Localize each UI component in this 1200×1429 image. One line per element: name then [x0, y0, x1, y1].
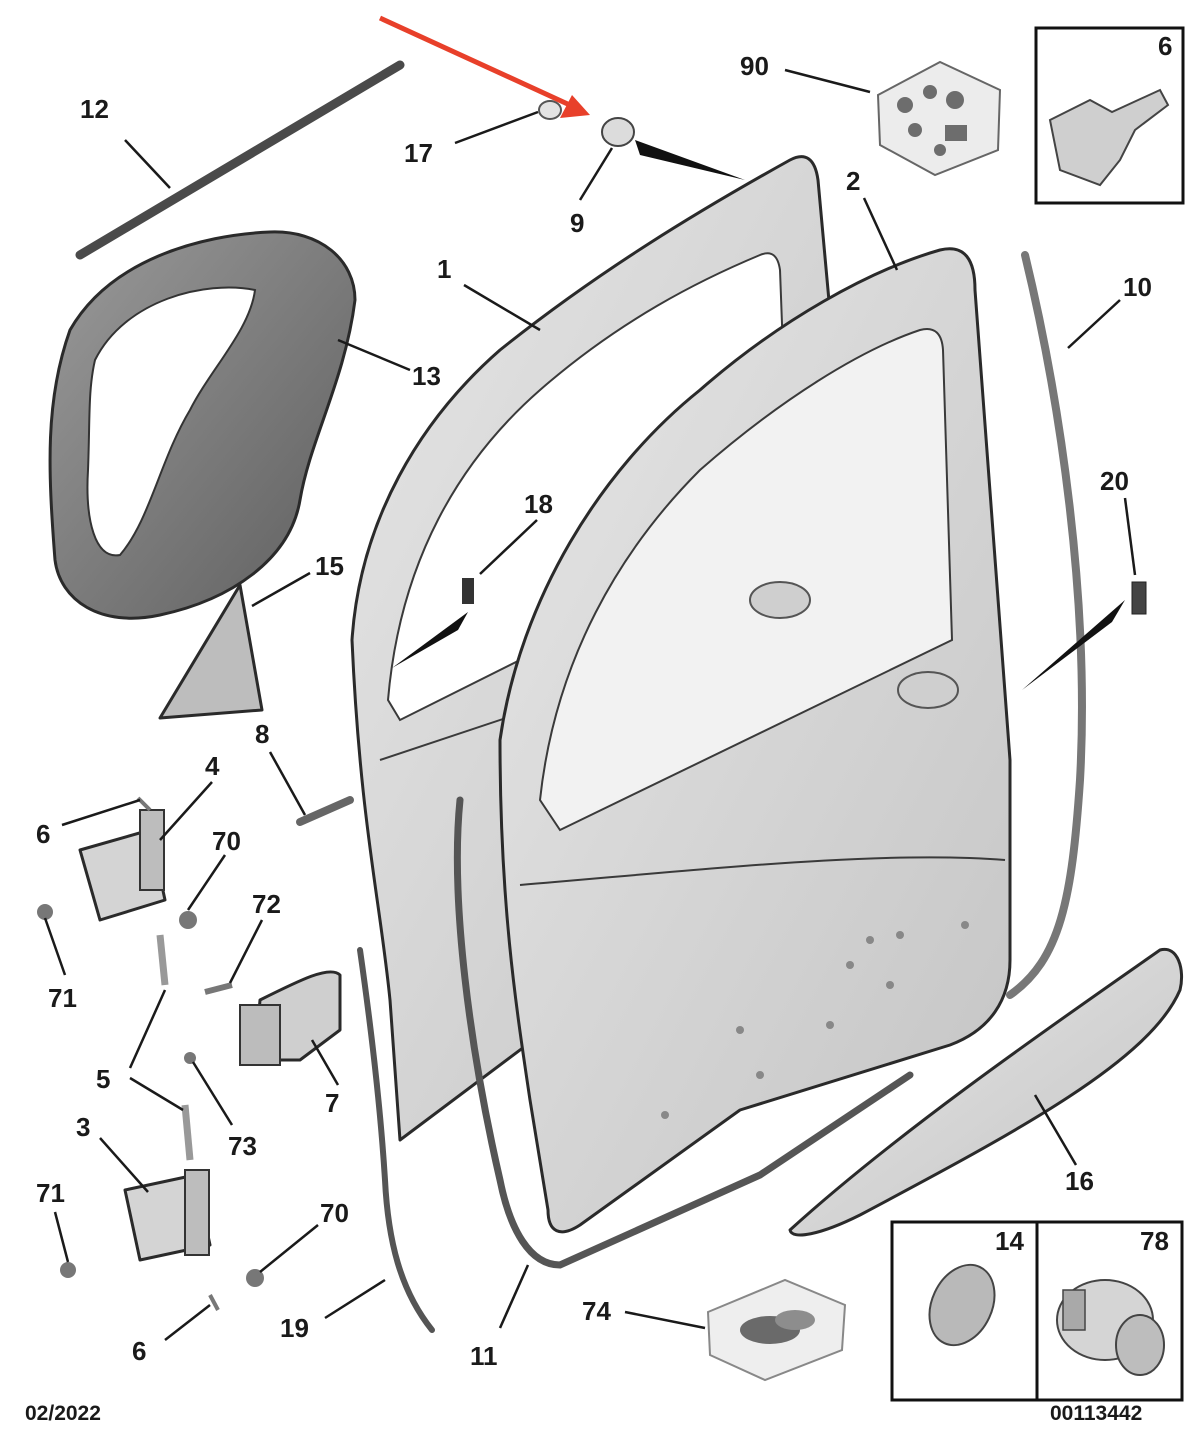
label-6-lower: 6 — [132, 1336, 146, 1366]
door-shell-2[interactable] — [498, 247, 1012, 1234]
label-15: 15 — [315, 551, 344, 581]
label-71-upper: 71 — [48, 983, 77, 1013]
hinge-pin-lower[interactable] — [181, 1104, 194, 1161]
inset-box-6 — [1034, 26, 1185, 205]
stopper-9[interactable] — [601, 117, 745, 180]
label-90: 90 — [740, 51, 769, 81]
inset-box-14-78 — [890, 1220, 1184, 1402]
hinge-3[interactable] — [123, 1169, 212, 1262]
label-4: 4 — [205, 751, 220, 781]
round-pad-14[interactable] — [917, 1254, 1007, 1355]
label-70-lower: 70 — [320, 1198, 349, 1228]
label-20: 20 — [1100, 466, 1129, 496]
label-1: 1 — [437, 254, 451, 284]
label-70-upper: 70 — [212, 826, 241, 856]
pad-18[interactable] — [392, 578, 474, 668]
leader-lines — [43, 68, 1137, 1341]
hinge-4[interactable] — [78, 809, 167, 922]
bolt-72[interactable] — [204, 982, 233, 995]
label-74: 74 — [582, 1296, 611, 1326]
label-13: 13 — [412, 361, 441, 391]
label-2: 2 — [846, 166, 860, 196]
label-16: 16 — [1065, 1166, 1094, 1196]
fastener-kit-74[interactable] — [706, 1278, 847, 1382]
door-seal-19[interactable] — [357, 947, 435, 1333]
label-7: 7 — [325, 1088, 339, 1118]
screw-71-lower[interactable] — [60, 1262, 76, 1278]
check-strap-7[interactable] — [239, 970, 342, 1066]
highlight-arrow — [378, 15, 590, 118]
label-14: 14 — [995, 1226, 1024, 1256]
callout-labels: 12 17 9 90 6 1 2 10 13 18 20 15 8 4 6 70… — [36, 31, 1172, 1371]
door-moulding-16[interactable] — [788, 947, 1184, 1237]
label-11: 11 — [470, 1341, 498, 1371]
label-72: 72 — [252, 889, 281, 919]
plug-17[interactable] — [538, 100, 562, 120]
label-5: 5 — [96, 1064, 110, 1094]
bolt-8[interactable] — [296, 796, 354, 826]
label-9: 9 — [570, 208, 584, 238]
push-clip-78[interactable] — [1056, 1279, 1165, 1376]
label-71-lower: 71 — [36, 1178, 65, 1208]
label-19: 19 — [280, 1313, 309, 1343]
weatherstrip-12[interactable] — [75, 60, 405, 260]
fastener-kit-90[interactable] — [876, 60, 1002, 177]
label-6-inset: 6 — [1158, 31, 1172, 61]
label-17: 17 — [404, 138, 433, 168]
label-73: 73 — [228, 1131, 257, 1161]
nut-73[interactable] — [184, 1052, 196, 1064]
footer-date: 02/2022 — [25, 1402, 101, 1425]
label-6-upper: 6 — [36, 819, 50, 849]
pad-20[interactable] — [1022, 581, 1147, 690]
nut-70-upper[interactable] — [179, 911, 197, 929]
label-3: 3 — [76, 1112, 90, 1142]
label-18: 18 — [524, 489, 553, 519]
label-10: 10 — [1123, 272, 1152, 302]
label-8: 8 — [255, 719, 269, 749]
retainer-clip-6[interactable] — [1048, 88, 1170, 187]
footer-reference: 00113442 — [1050, 1402, 1142, 1425]
clip-6-lower[interactable] — [208, 1294, 220, 1311]
label-12: 12 — [80, 94, 109, 124]
vertical-seal-10[interactable] — [1006, 251, 1086, 999]
door-seal-11[interactable] — [453, 796, 914, 1269]
nut-70-lower[interactable] — [246, 1269, 264, 1287]
screw-71-upper[interactable] — [37, 904, 53, 920]
hinge-pin-upper[interactable] — [156, 934, 169, 986]
glass-trim-15[interactable] — [158, 583, 264, 720]
label-78: 78 — [1140, 1226, 1169, 1256]
water-shield-13[interactable] — [48, 230, 357, 620]
